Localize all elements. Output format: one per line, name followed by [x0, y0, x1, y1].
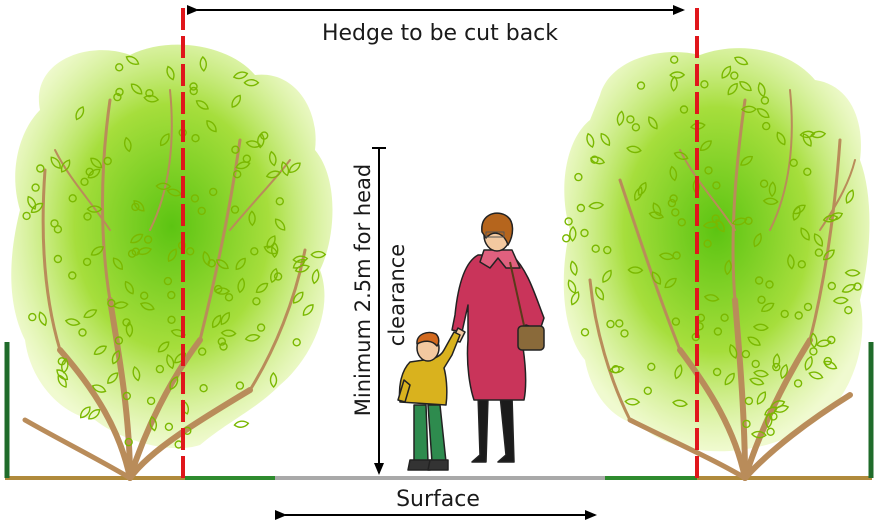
- adult-figure: [452, 213, 544, 462]
- child-shoe-right: [428, 460, 448, 470]
- surface-dimension: Surface: [285, 487, 595, 515]
- height-dimension: Minimum 2.5m for head clearance: [351, 148, 409, 473]
- right-hedge-foliage: [564, 48, 870, 451]
- child-figure: [398, 332, 460, 470]
- child-leg-right: [428, 405, 446, 462]
- child-leg-left: [414, 405, 428, 462]
- adult-bag: [518, 326, 544, 350]
- right-hedge-bush: [564, 48, 870, 478]
- hedge-cut-label: Hedge to be cut back: [322, 21, 558, 46]
- adult-leg-left: [472, 395, 488, 462]
- top-dimension: Hedge to be cut back: [197, 10, 683, 46]
- adult-and-child-figures: [398, 213, 544, 470]
- left-hedge-bush: [11, 45, 332, 478]
- head-clearance-label-line1: Minimum 2.5m for head: [351, 164, 375, 417]
- leaf-shape: [234, 420, 249, 428]
- adult-leg-right: [498, 395, 514, 462]
- child-shoe-left: [408, 460, 430, 470]
- head-clearance-label-line2: clearance: [385, 244, 409, 346]
- surface-label: Surface: [396, 487, 480, 512]
